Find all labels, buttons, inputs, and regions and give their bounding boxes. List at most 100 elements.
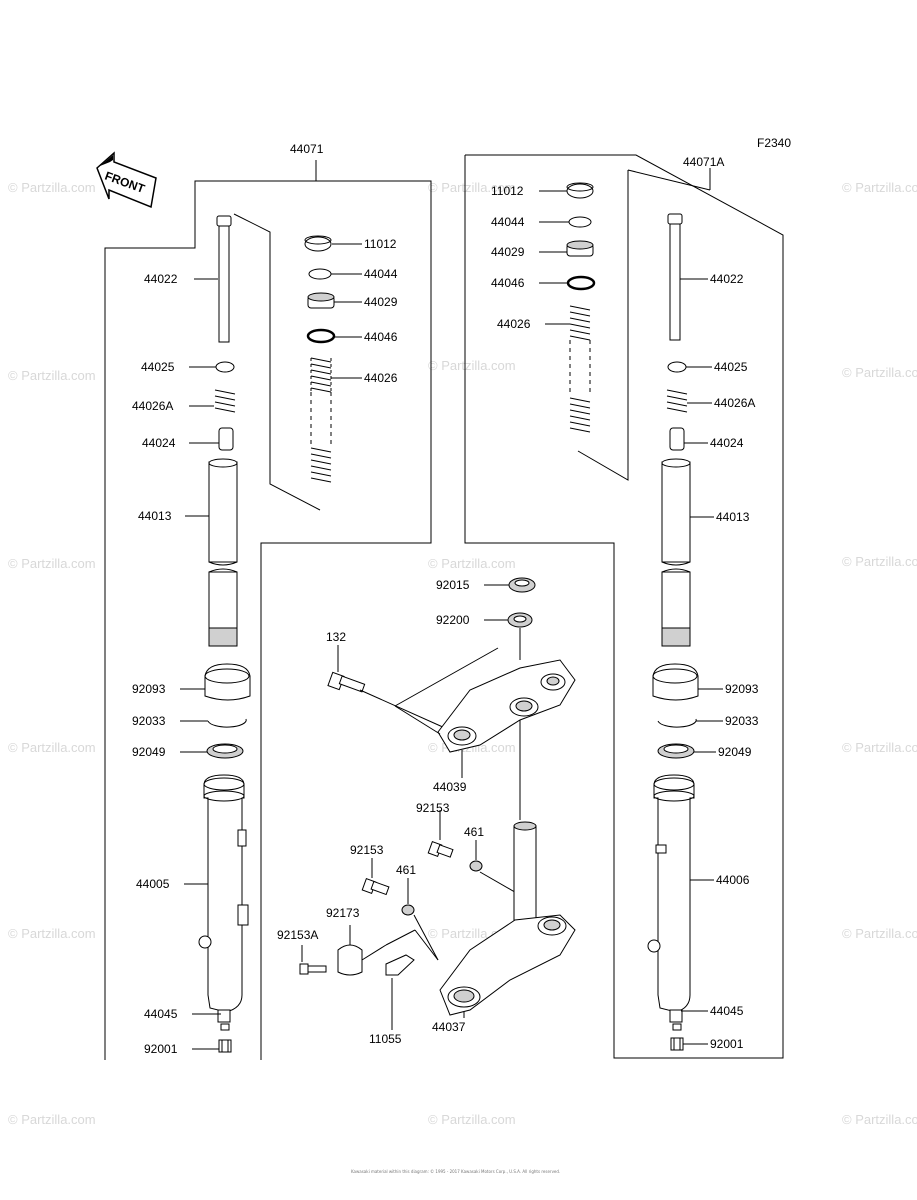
- part-label: 92173: [326, 906, 360, 920]
- bolt: [299, 963, 327, 975]
- washer: [401, 904, 415, 916]
- part-label: 11012: [364, 237, 397, 251]
- part-label: 44005: [136, 877, 170, 891]
- watermark: © Partzilla.com: [8, 1112, 96, 1127]
- part-label: 461: [396, 863, 416, 877]
- watermark: © Partzilla.com: [8, 556, 96, 571]
- part-label: 44026: [497, 317, 531, 331]
- dust-seal: [204, 663, 251, 701]
- rebound-spring: [666, 389, 688, 413]
- washer: [469, 860, 483, 872]
- watermark: © Partzilla.com: [428, 556, 516, 571]
- part-label: 44045: [710, 1004, 744, 1018]
- copyright-notice: Kawasaki material within this diagram: ©…: [351, 1169, 560, 1174]
- left-fork-parts: [198, 215, 336, 1053]
- rebound-spring: [214, 389, 236, 413]
- part-label: 44026A: [714, 396, 755, 410]
- part-label: 44025: [141, 360, 175, 374]
- part-label: 92033: [132, 714, 166, 728]
- o-ring: [568, 216, 592, 228]
- watermark: © Partzilla.com: [842, 1112, 917, 1127]
- part-label: 92153: [350, 843, 384, 857]
- part-label: 44022: [710, 272, 744, 286]
- part-label: 92049: [132, 745, 166, 759]
- watermark: © Partzilla.com: [842, 180, 917, 195]
- outer-tube: [203, 774, 245, 1013]
- piston-ring: [215, 361, 235, 373]
- bolt: [427, 841, 454, 858]
- oil-lock-piece: [218, 427, 234, 451]
- watermark: © Partzilla.com: [8, 740, 96, 755]
- damper-rod-head: [667, 213, 683, 225]
- part-label: 44024: [710, 436, 744, 450]
- fork-spring: [569, 305, 591, 433]
- part-label: 92153: [416, 801, 450, 815]
- outer-tube: [653, 774, 695, 1013]
- part-label: 44029: [364, 295, 398, 309]
- left-fork-outline: [104, 180, 432, 1060]
- part-label: 44013: [138, 509, 172, 523]
- watermark: © Partzilla.com: [8, 368, 96, 383]
- part-label: 92153A: [277, 928, 318, 942]
- part-labels: 44071 44022 11012 44044 44029 44046 4402…: [132, 142, 759, 1056]
- part-label: 44046: [364, 330, 398, 344]
- part-label: 44026: [364, 371, 398, 385]
- part-label: 44024: [142, 436, 176, 450]
- inner-tube-upper: [661, 461, 691, 563]
- upper-bracket: [437, 659, 576, 753]
- part-label: 92001: [710, 1037, 744, 1051]
- right-fork-outline: [464, 154, 784, 1059]
- part-label: 92015: [436, 578, 470, 592]
- pinch-bolt: [327, 671, 366, 693]
- part-label: 92093: [132, 682, 166, 696]
- right-fork-parts: [566, 182, 699, 1051]
- part-label: 44045: [144, 1007, 178, 1021]
- o-ring: [308, 268, 332, 280]
- part-label: 461: [464, 825, 484, 839]
- steering-parts: [299, 577, 576, 1030]
- part-label: 44006: [716, 873, 750, 887]
- right-subassembly-bracket: [577, 172, 629, 481]
- part-label: 44044: [491, 215, 525, 229]
- snap-ring: [306, 328, 336, 344]
- damper-rod: [218, 225, 230, 343]
- watermark: © Partzilla.com: [842, 365, 917, 380]
- snap-ring: [566, 275, 596, 291]
- steering-stem: [439, 821, 576, 1016]
- watermark: © Partzilla.com: [842, 740, 917, 755]
- part-label: 92033: [725, 714, 759, 728]
- gasket: [220, 1023, 230, 1031]
- part-label: 44037: [432, 1020, 466, 1034]
- gasket: [672, 1023, 682, 1031]
- part-label: 44026A: [132, 399, 173, 413]
- leader-lines: [180, 190, 723, 1050]
- clamp: [337, 944, 363, 976]
- part-label: 92049: [718, 745, 752, 759]
- left-subassembly-bracket: [233, 213, 321, 511]
- watermark: © Partzilla.com: [8, 180, 96, 195]
- watermark: © Partzilla.com: [842, 926, 917, 941]
- watermark: © Partzilla.com: [8, 926, 96, 941]
- damper-rod-head: [216, 215, 232, 227]
- watermark: © Partzilla.com: [428, 1112, 516, 1127]
- part-label: 44013: [716, 510, 750, 524]
- part-label: 44044: [364, 267, 398, 281]
- watermark: © Partzilla.com: [428, 358, 516, 373]
- part-label: 44022: [144, 272, 178, 286]
- part-label: 92200: [436, 613, 470, 627]
- bolt: [361, 878, 390, 896]
- watermark: © Partzilla.com: [428, 180, 516, 195]
- allen-bolt: [670, 1037, 684, 1051]
- bracket: [385, 954, 415, 976]
- part-label: 44071A: [683, 155, 724, 169]
- part-label: 44039: [433, 780, 467, 794]
- front-arrow-icon: FRONT: [96, 151, 157, 209]
- leader-line: [627, 169, 711, 191]
- part-label: 44029: [491, 245, 525, 259]
- piston-ring: [667, 361, 687, 373]
- part-label: 11012: [491, 184, 524, 198]
- part-label: 11055: [369, 1032, 402, 1046]
- watermark: © Partzilla.com: [842, 554, 917, 569]
- retaining-ring: [207, 718, 247, 728]
